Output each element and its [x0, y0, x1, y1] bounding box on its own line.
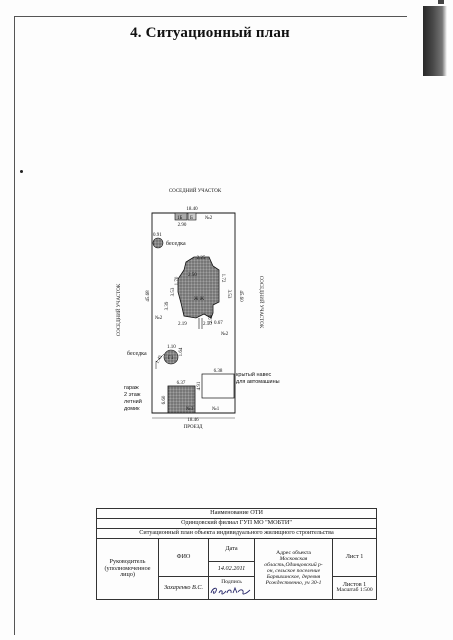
garage-depth: 6.60 [162, 395, 167, 404]
date-label: Дата [208, 537, 255, 562]
gazebo-bottom-dim-side: 1.64 [179, 347, 184, 356]
scan-speck [20, 170, 23, 173]
house-letters: Ж Ж [194, 297, 205, 302]
address-line: он, сельское поселение [266, 567, 321, 574]
garage-label-3: летний [124, 398, 142, 405]
carport-label-1: крытый навес [236, 371, 272, 378]
oti-name-header: Наименование ОТИ [95, 508, 378, 519]
address-line: область,Одинцовский р- [264, 561, 323, 568]
house-dim-bottom-left: 2.19 [178, 322, 187, 327]
scan-edge-mark [438, 0, 444, 4]
outbuilding-shape [174, 212, 188, 221]
branch-name: Одинцовский филиал ГУП МО "МОБТИ" [95, 517, 378, 529]
gazebo-top-dim: 0.91 [153, 233, 162, 238]
plot-width-top: 18.40 [186, 207, 198, 212]
outbuilding-letter-a: 1Б [177, 216, 183, 221]
sheets-count: Листов 1 [342, 580, 367, 588]
date-value: 14.02.2011 [208, 560, 255, 577]
signature-label: Подпись [221, 578, 242, 585]
house-dim-upper-inner: 1.70 [175, 276, 180, 285]
plot-boundary [151, 212, 236, 414]
outbuilding-annex-shape [187, 212, 197, 221]
house-dim-bottom-b: 2.50 [209, 314, 214, 323]
gazebo-bottom-shape [163, 349, 179, 365]
carport-depth: 4.91 [197, 381, 202, 390]
address-cell: Адрес объекта Московская область,Одинцов… [254, 537, 333, 601]
handwritten-signature [210, 587, 251, 595]
garage-label-4: домик [124, 406, 140, 412]
house-dim-left-a: 3.53 [171, 287, 176, 296]
house-dim-bottom-right: 2.50 [203, 322, 212, 327]
sheet-frame [14, 16, 407, 635]
neighbor-label-top: СОСЕДНИЙ УЧАСТОК [169, 188, 222, 194]
responsible-role-cell: Руководитель (уполномоченное лицо) [96, 537, 159, 601]
house-dim-bottom-c: 0.67 [214, 321, 223, 326]
plot-number-1: №1 [212, 406, 220, 412]
scale: Масштаб 1:500 [336, 587, 373, 594]
house-dim-top: 2.25 [197, 256, 206, 261]
gazebo-top-label: беседка [166, 240, 186, 247]
sheet-number: Лист 1 [331, 537, 378, 577]
neighbor-label-left: СОСЕДНИЙ УЧАСТОК [116, 283, 122, 336]
fio-value: Захаренко В.С. [158, 575, 209, 601]
road-label: ПРОЕЗД [184, 425, 203, 430]
responsible-role-line: лицо) [120, 571, 135, 579]
neighbor-label-right: СОСЕДНИЙ УЧАСТОК [258, 276, 264, 329]
house-dim-left-b: 3.39 [165, 301, 170, 310]
gazebo-bottom-arrow [155, 353, 165, 363]
house-dim-right-a: 1.72 [220, 274, 225, 283]
plot-number-2-right: №2 [221, 331, 229, 337]
gazebo-bottom-dim-diag: 1.45 [155, 354, 164, 365]
gazebo-bottom-label: беседка [127, 350, 147, 357]
house-shape [177, 256, 220, 319]
carport-label-2: для автомашины [236, 379, 280, 385]
plot-length-right: 45.60 [238, 290, 243, 302]
carport-shape [201, 373, 235, 399]
address-header: Адрес объекта [276, 550, 311, 557]
outbuilding-width: 2.90 [178, 223, 187, 228]
signature-cell: Подпись [208, 575, 255, 601]
garage-label-2: 2 этаж [124, 392, 141, 398]
garage-width: 6.37 [177, 381, 186, 386]
scan-edge-smudge [423, 6, 447, 76]
sheets-scale-cell: Листов 1 Масштаб 1:500 [331, 575, 378, 601]
address-line: Рождественно, уч 30-1 [265, 579, 322, 586]
fio-label: ФИО [158, 537, 209, 577]
address-line: Барвихинское, деревня [266, 573, 321, 580]
gazebo-bottom-dim-top: 1.10 [167, 345, 176, 350]
carport-width: 6.38 [214, 369, 223, 374]
plot-length-left: 45.68 [146, 290, 151, 302]
plot-number-2-top: №2 [205, 215, 213, 221]
house-dim-right-b: 3.53 [226, 290, 231, 299]
outbuilding-letter-b: Б [190, 216, 193, 221]
plan-description: Ситуационный план объекта индивидуальног… [95, 527, 378, 539]
plot-number-2-left: №2 [155, 315, 163, 321]
responsible-role-line: (уполномоченное [104, 564, 151, 572]
gazebo-bottom-tag: Г1 [168, 356, 174, 361]
plot-number-3: №3 [186, 406, 194, 412]
garage-label-1: гараж [124, 385, 139, 391]
garage-shape [167, 385, 196, 414]
title-block: Наименование ОТИ Одинцовский филиал ГУП … [95, 508, 378, 601]
house-dim-upper-left: 2.50 [188, 273, 197, 278]
responsible-role-line: Руководитель [109, 558, 146, 566]
plot-width-bottom: 18.46 [187, 418, 199, 423]
address-line: Московская [279, 556, 308, 563]
plan-title: 4. Ситуационный план [130, 25, 290, 41]
gazebo-top-shape [152, 237, 164, 249]
